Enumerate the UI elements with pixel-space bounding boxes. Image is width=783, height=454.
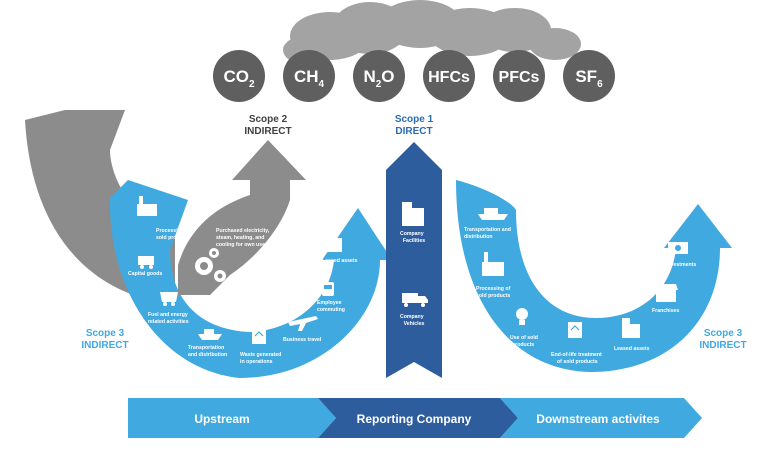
band-upstream-label: Upstream — [194, 412, 249, 426]
downstream-transport: Transportation and distribution — [464, 218, 515, 240]
scope2-arrow — [178, 140, 306, 295]
upstream-capital: Capital goods — [128, 271, 162, 277]
upstream-travel: Business travel — [283, 337, 322, 343]
lightbulb-icon — [516, 308, 528, 325]
upstream-fuel: Fuel and energy related activities — [148, 303, 192, 325]
svg-text:N2O: N2O — [363, 67, 394, 90]
svg-text:Scope 3: Scope 3 — [86, 328, 125, 339]
svg-text:CH4: CH4 — [294, 67, 325, 90]
upstream-processing: Processing of sold products — [156, 219, 195, 241]
svg-text:Scope 3: Scope 3 — [704, 328, 743, 339]
factory-icon — [137, 196, 157, 216]
truck-icon — [402, 293, 428, 307]
svg-text:Scope 1: Scope 1 — [395, 114, 434, 125]
gas-ch4: CH4 — [283, 50, 335, 102]
recycle-bin-icon — [252, 328, 266, 344]
downstream-investments: Investments — [666, 262, 696, 268]
band-downstream — [500, 398, 702, 438]
svg-text:DIRECT: DIRECT — [395, 126, 432, 137]
leased-building-icon — [324, 232, 342, 252]
scope1-facilities: Company Facilities — [400, 222, 428, 244]
upstream-u-arrow — [109, 180, 392, 378]
downstream-recycle-bin-icon — [568, 322, 582, 338]
gas-n2o: N2O — [353, 50, 405, 102]
svg-text:PFCs: PFCs — [499, 69, 540, 86]
gas-co2: CO2 — [213, 50, 265, 102]
bottom-band: Upstream Reporting Company Downstream ac… — [128, 398, 702, 438]
downstream-ship-icon — [478, 208, 508, 220]
scope2-item: Purchased electricity, steam, heating, a… — [216, 219, 274, 248]
svg-text:HFCs: HFCs — [428, 69, 470, 86]
ship-icon — [198, 329, 222, 340]
upstream-leased: Leased assets — [322, 258, 358, 264]
scope3-left-label: Scope 3 INDIRECT — [81, 328, 128, 351]
scope1-vehicles: Company Vehicles — [400, 305, 428, 327]
gas-hfcs: HFCs — [423, 50, 475, 102]
downstream-eol: End-of-life treatment of sold products — [551, 343, 606, 365]
fuel-cart-icon — [160, 292, 178, 306]
gas-pfcs: PFCs — [493, 50, 545, 102]
scope1-arrow — [386, 142, 442, 378]
money-icon — [668, 242, 688, 254]
capital-goods-icon — [138, 256, 154, 269]
band-reporting — [318, 398, 518, 438]
downstream-leased: Leased assets — [614, 346, 650, 352]
downstream-processing: Processing of sold products — [476, 277, 515, 299]
band-downstream-label: Downstream activites — [536, 412, 660, 426]
downstream-leased-building-icon — [622, 318, 640, 338]
building-icon — [402, 202, 424, 226]
svg-text:SF6: SF6 — [575, 67, 603, 90]
storefront-icon — [654, 284, 678, 302]
upstream-transport: Transportation and distribution — [188, 336, 229, 358]
scope3-right-label: Scope 3 INDIRECT — [699, 328, 746, 351]
svg-text:CO2: CO2 — [223, 67, 255, 90]
upstream-commuting: Employee commuting — [317, 291, 346, 313]
downstream-franchises: Franchises — [652, 308, 680, 314]
gas-circles: CO2 CH4 N2O HFCs PFCs SF6 — [213, 50, 615, 102]
airplane-icon — [288, 316, 318, 331]
gas-sf6: SF6 — [563, 50, 615, 102]
downstream-use: Use of sold products — [510, 326, 542, 348]
downstream-factory-icon — [482, 252, 504, 276]
gears-icon — [195, 248, 226, 282]
upstream-waste: Waste generated in operations — [240, 343, 286, 365]
svg-text:INDIRECT: INDIRECT — [699, 340, 746, 351]
train-icon — [322, 282, 334, 296]
svg-text:INDIRECT: INDIRECT — [81, 340, 128, 351]
svg-text:Scope 2: Scope 2 — [249, 114, 288, 125]
scope1-label: Scope 1 DIRECT — [395, 114, 434, 137]
clouds — [283, 0, 581, 64]
band-reporting-label: Reporting Company — [357, 412, 472, 426]
band-upstream — [128, 398, 336, 438]
scope2-label: Scope 2 INDIRECT — [244, 114, 291, 137]
svg-text:INDIRECT: INDIRECT — [244, 126, 291, 137]
